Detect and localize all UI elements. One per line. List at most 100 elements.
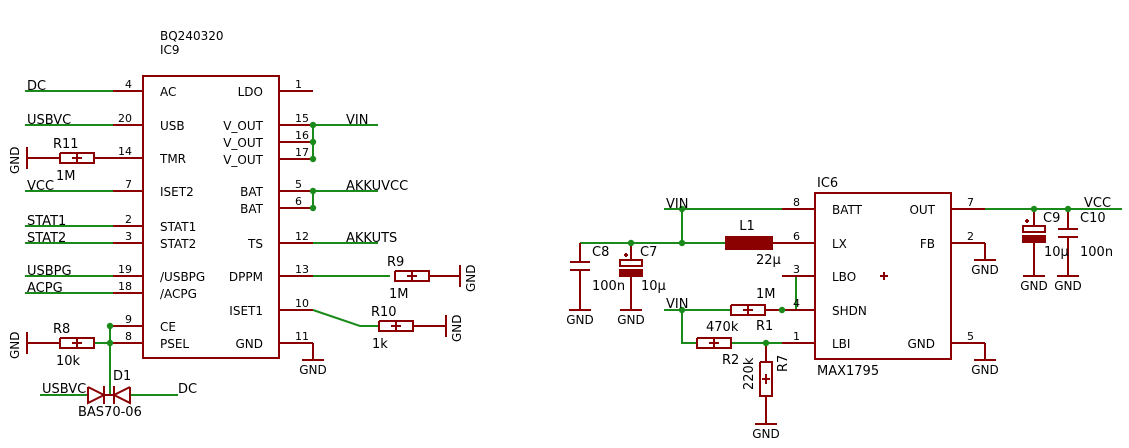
ic9-name: IC9 <box>160 43 180 57</box>
ic9-pin-number: 16 <box>295 129 309 142</box>
ic6-pin-number: 6 <box>793 230 800 243</box>
gnd-label: GND <box>8 331 22 359</box>
net-label-stat1: STAT1 <box>27 214 66 229</box>
junction-dot <box>778 306 786 314</box>
ic9-pin-label: DPPM <box>229 270 263 284</box>
ic9-pin-number: 15 <box>295 112 309 125</box>
ic9-pin-number: 6 <box>295 195 302 208</box>
ic9-pin-label: ISET2 <box>160 185 194 199</box>
ic6-value: MAX1795 <box>817 364 879 379</box>
c9-plate-neg <box>1022 235 1046 243</box>
ic6-pin-number: 3 <box>793 263 800 276</box>
ic6-pin-label: GND <box>907 337 935 351</box>
ic9-pin-number: 10 <box>295 297 309 310</box>
ic9-pin-label: ISET1 <box>229 304 263 318</box>
ic9-pin-number: 14 <box>118 145 132 158</box>
ic6-pin-label: SHDN <box>832 304 867 318</box>
resistor-body <box>59 337 95 349</box>
ic9-pin-number: 2 <box>125 213 132 226</box>
ic6-pin-label: BATT <box>832 203 863 217</box>
ic9-pin-label: /USBPG <box>160 270 205 284</box>
d1-diode-a <box>87 386 107 405</box>
gnd-label: GND <box>617 313 645 327</box>
ic9-body <box>142 75 280 359</box>
ic9-pin-label: TS <box>247 237 263 251</box>
net-label-akkuts: AKKUTS <box>346 231 397 246</box>
ic6-pin-label: LBO <box>832 270 856 284</box>
junction-dot <box>309 204 317 212</box>
net-label-usbvc-d: USBVC <box>42 382 86 397</box>
ic9-pin-label: V_OUT <box>223 136 263 150</box>
junction-dot <box>106 339 114 347</box>
ic6-name: IC6 <box>817 176 838 191</box>
c7-name: C7 <box>640 245 657 260</box>
resistor-body <box>394 270 430 282</box>
junction-dot <box>309 138 317 146</box>
ic9-pin-label: USB <box>160 119 185 133</box>
resistor-body <box>696 337 732 349</box>
ic9-pin-number: 7 <box>125 178 132 191</box>
junction-dot <box>678 306 686 314</box>
net-label-vin2: VIN <box>666 197 688 212</box>
d1-value: BAS70-06 <box>78 405 142 420</box>
ic6-pin-number: 7 <box>967 196 974 209</box>
gnd-label: GND <box>752 427 780 441</box>
ic9-pin-number: 17 <box>295 146 309 159</box>
r2-name: R2 <box>722 353 739 368</box>
junction-dot <box>762 339 770 347</box>
junction-dot <box>678 205 686 213</box>
ic9-pin-number: 3 <box>125 230 132 243</box>
junction-dot <box>1030 205 1038 213</box>
ic9-pin-label: V_OUT <box>223 153 263 167</box>
ic9-pin-label: BAT <box>240 202 264 216</box>
junction-dot <box>309 155 317 163</box>
net-label-usbvc: USBVC <box>27 113 71 128</box>
ic9-pin-number: 12 <box>295 230 309 243</box>
ic9-pin-label: /ACPG <box>160 287 197 301</box>
c8-value: 100n <box>592 279 625 294</box>
junction-dot <box>309 187 317 195</box>
ic6-pin-label: FB <box>920 237 935 251</box>
net-label-vin3: VIN <box>666 297 688 312</box>
ic6-pin-label: OUT <box>909 203 935 217</box>
ic9-pin-label: BAT <box>240 185 264 199</box>
ic9-pin-number: 8 <box>125 330 132 343</box>
r7-value: 220k <box>742 357 757 390</box>
r1-value: 1M <box>756 287 776 302</box>
r7-name: R7 <box>776 355 791 372</box>
ic6-pin-number: 1 <box>793 330 800 343</box>
ic9-pin-label: TMR <box>159 152 186 166</box>
r8-value: 10k <box>56 354 81 369</box>
ic6-pin-number: 5 <box>967 330 974 343</box>
ic6-pin-label: LX <box>832 237 847 251</box>
r11-value: 1M <box>56 169 76 184</box>
resistor-body <box>378 320 414 332</box>
l1-value: 22µ <box>756 253 781 268</box>
ic9-pin-label: AC <box>160 85 176 99</box>
ic9-pin-label: STAT2 <box>160 237 196 251</box>
r11-name: R11 <box>53 137 79 152</box>
gnd-label: GND <box>971 363 999 377</box>
c7-plate-pos <box>619 259 643 267</box>
c9-name: C9 <box>1043 211 1060 226</box>
net-label-usbpg: USBPG <box>27 264 72 279</box>
junction-dot <box>678 239 686 247</box>
ic9-pin-label: LDO <box>238 85 263 99</box>
ic9-pin-number: 5 <box>295 178 302 191</box>
ic9-pin-label: GND <box>235 337 263 351</box>
net-label-vcc2: VCC <box>1084 196 1111 211</box>
ic9-pin-number: 20 <box>118 112 132 125</box>
c9-value: 10µ <box>1044 245 1069 260</box>
junction-dot <box>1064 205 1072 213</box>
c7-value: 10µ <box>641 279 666 294</box>
net-label-vcc: VCC <box>27 179 54 194</box>
ic9-pin-number: 9 <box>125 313 132 326</box>
ic9-pin-label: STAT1 <box>160 220 196 234</box>
r2-value: 470k <box>706 320 739 335</box>
resistor-body <box>730 304 766 316</box>
d1-diode-b <box>111 386 131 405</box>
r8-name: R8 <box>53 322 70 337</box>
gnd-label: GND <box>299 363 327 377</box>
ic9-pin-number: 4 <box>125 78 132 91</box>
